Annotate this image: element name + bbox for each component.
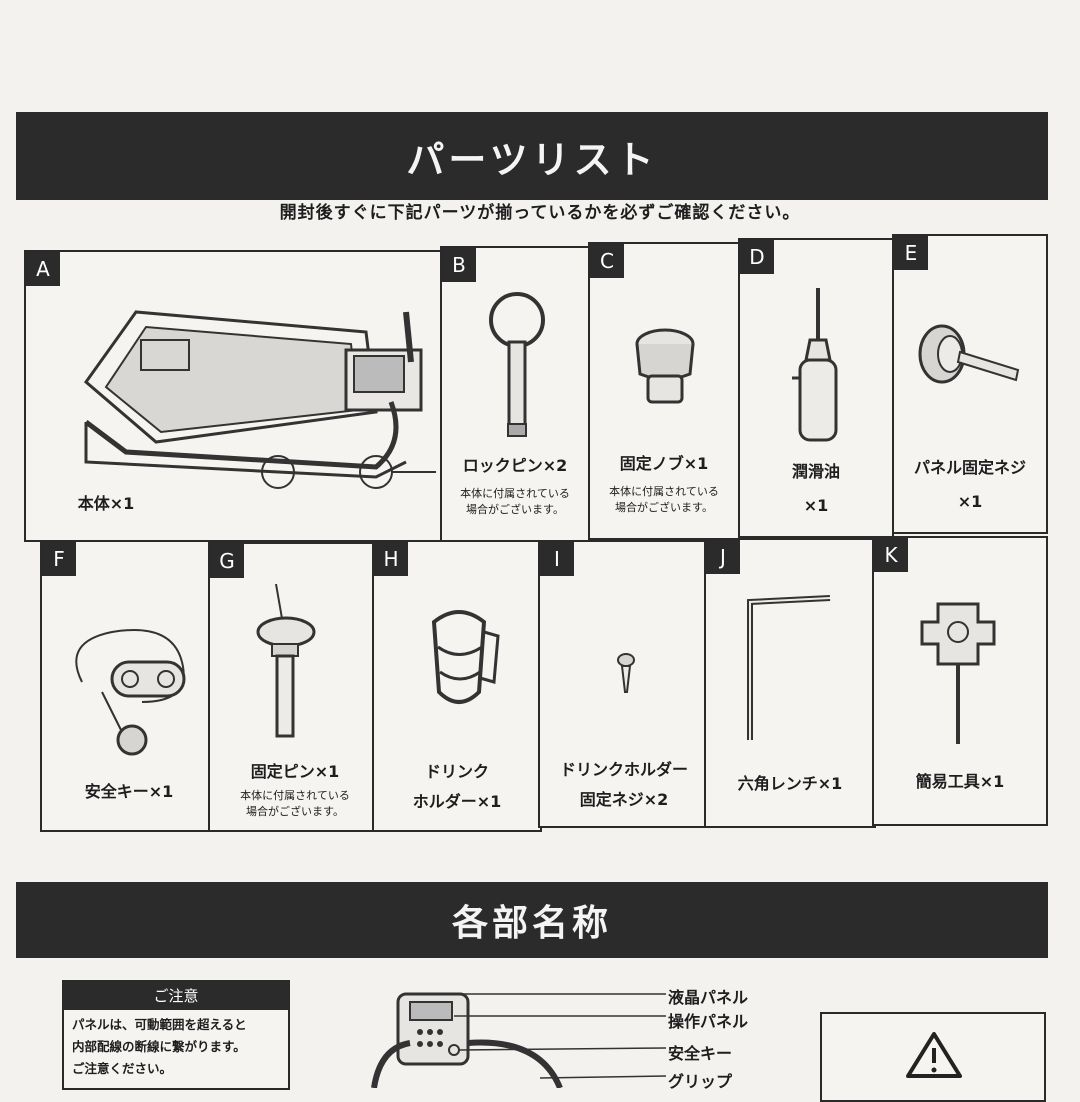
- part-letter: F: [42, 542, 76, 576]
- treadmill-illustration: [83, 310, 436, 489]
- part-name-2: 固定ネジ×2: [579, 790, 669, 809]
- part-name: 六角レンチ×1: [737, 774, 843, 793]
- part-letter: I: [540, 542, 574, 576]
- screw-icon: [617, 653, 635, 693]
- part-cell-c: C 固定ノブ×1 本体に付属されている場合がございます。: [588, 242, 740, 540]
- part-name-2: ホルダー×1: [412, 792, 502, 811]
- part-quantity: ×1: [803, 496, 829, 515]
- part-cell-d: D 潤滑油 ×1: [738, 238, 894, 538]
- part-names-banner: 各部名称: [16, 882, 1048, 958]
- part-name: パネル固定ネジ: [913, 458, 1026, 477]
- part-letter: H: [374, 542, 408, 576]
- part-name: 安全キー×1: [84, 782, 174, 801]
- fixing-pin-icon: [256, 584, 316, 738]
- part-note: 本体に付属されている場合がございます。: [460, 487, 570, 516]
- hex-wrench-icon: [747, 595, 831, 740]
- part-cell-e: E パネル固定ネジ ×1: [892, 234, 1048, 534]
- part-cell-i: I ドリンクホルダー 固定ネジ×2: [538, 540, 710, 828]
- part-cell-b: B ロックピン×2 本体に付属されている場合がございます。: [440, 246, 590, 542]
- part-note: 本体に付属されている場合がございます。: [609, 485, 719, 514]
- lock-pin-icon: [489, 292, 545, 437]
- part-name: 固定ノブ×1: [619, 454, 709, 473]
- part-name: ロックピン×2: [462, 456, 568, 475]
- part-letter: J: [706, 540, 740, 574]
- caution-title: ご注意: [64, 982, 288, 1010]
- part-cell-h: H ドリンク ホルダー×1: [372, 540, 542, 832]
- fixing-knob-icon: [635, 328, 695, 404]
- part-name: ドリンクホルダー: [559, 760, 688, 779]
- part-name: 潤滑油: [791, 462, 840, 481]
- label-grip: グリップ: [668, 1072, 733, 1091]
- part-letter: A: [26, 252, 60, 286]
- console-illustration: [371, 992, 667, 1088]
- part-letter: K: [874, 538, 908, 572]
- warning-icon: [906, 1032, 962, 1078]
- parts-list-banner: パーツリスト: [16, 112, 1048, 200]
- part-note: 本体に付属されている場合がございます。: [240, 789, 350, 818]
- part-cell-g: G 固定ピン×1 本体に付属されている場合がございます。: [208, 542, 382, 832]
- part-name: 本体×1: [77, 494, 135, 513]
- part-name: 固定ピン×1: [250, 762, 340, 781]
- part-letter: E: [894, 236, 928, 270]
- part-letter: B: [442, 248, 476, 282]
- part-quantity: ×1: [957, 492, 983, 511]
- label-safety-key: 安全キー: [668, 1044, 733, 1063]
- part-letter: D: [740, 240, 774, 274]
- drink-holder-icon: [431, 610, 500, 704]
- part-cell-a: A 本体×1: [24, 250, 442, 542]
- label-control-panel: 操作パネル: [668, 1012, 749, 1031]
- panel-screw-icon: [918, 324, 1020, 384]
- part-name: 簡易工具×1: [915, 772, 1005, 791]
- label-lcd-panel: 液晶パネル: [668, 988, 749, 1007]
- section-title: 各部名称: [451, 903, 612, 944]
- part-letter: C: [590, 244, 624, 278]
- caution-box: ご注意 パネルは、可動範囲を超えると 内部配線の断線に繋がります。 ご注意くださ…: [62, 980, 290, 1090]
- lubricant-bottle-icon: [792, 288, 838, 442]
- part-letter: G: [210, 544, 244, 578]
- part-cell-j: J 六角レンチ×1: [704, 538, 876, 828]
- part-name: ドリンク: [424, 762, 489, 781]
- instruction-text: 開封後すぐに下記パーツが揃っているかを必ずご確認ください。: [279, 203, 801, 223]
- page-title: パーツリスト: [406, 137, 658, 182]
- part-cell-k: K 簡易工具×1: [872, 536, 1048, 826]
- safety-key-icon: [75, 629, 186, 756]
- caution-body: パネルは、可動範囲を超えると 内部配線の断線に繋がります。 ご注意ください。: [72, 1017, 247, 1076]
- warning-box: [820, 1012, 1046, 1102]
- simple-tool-icon: [920, 602, 996, 744]
- part-cell-f: F 安全キー×1: [40, 540, 218, 832]
